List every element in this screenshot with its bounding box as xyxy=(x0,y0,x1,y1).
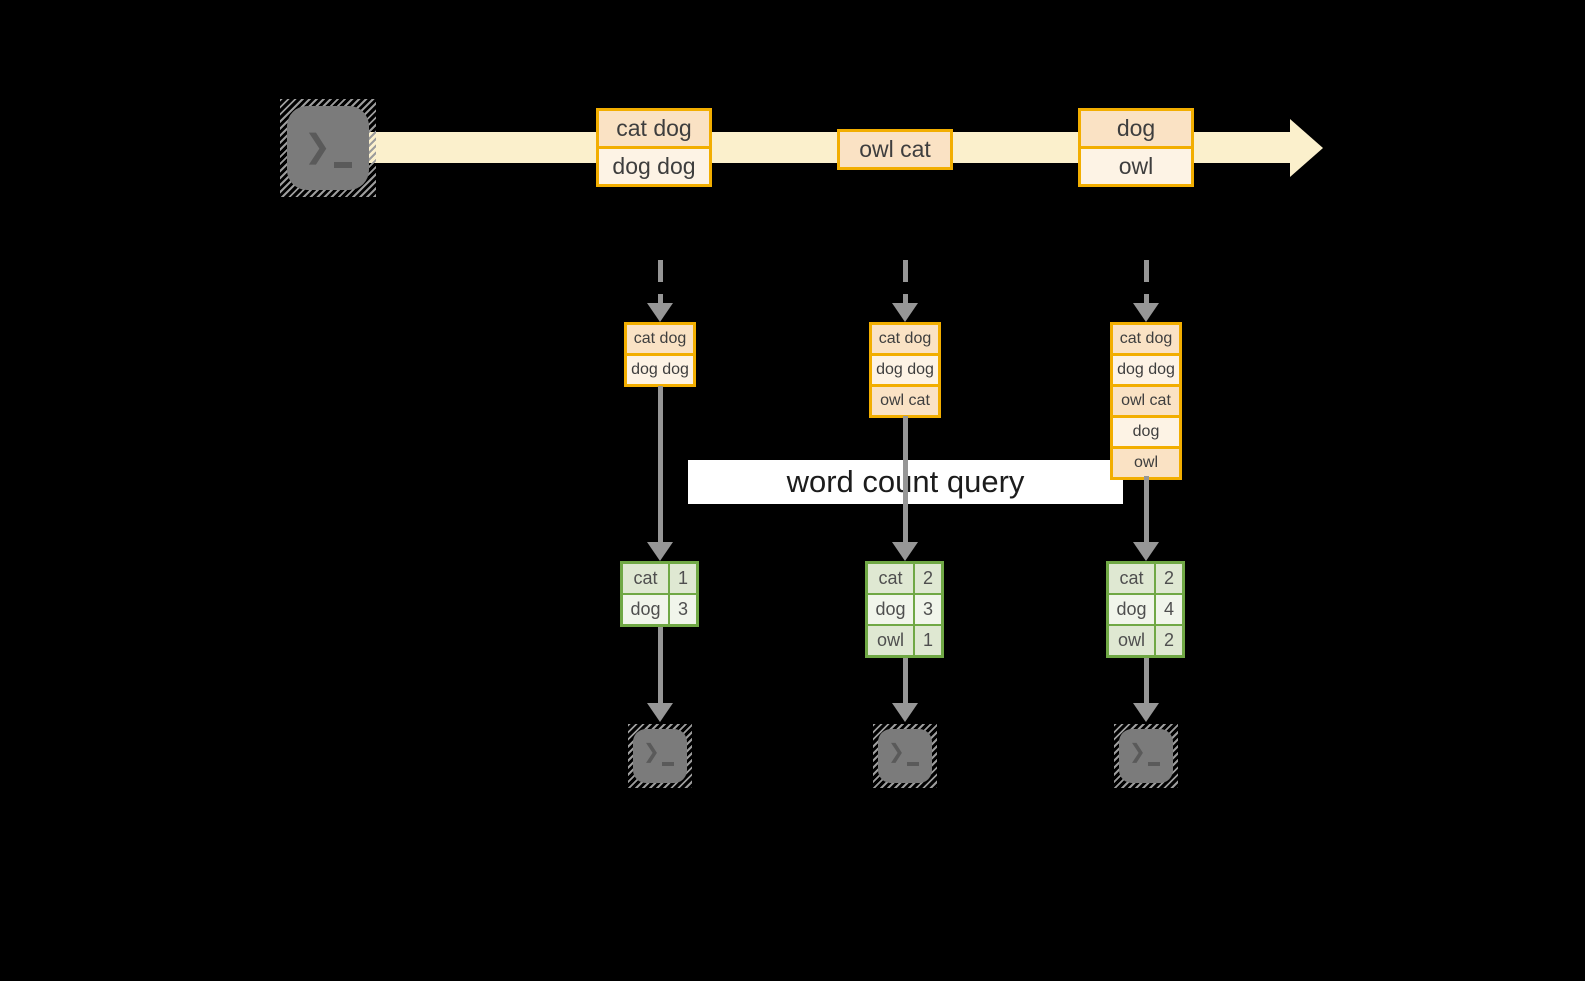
event-line: cat dog xyxy=(599,111,709,146)
buffer-row: cat dog xyxy=(1113,325,1179,353)
count-word: dog xyxy=(868,595,913,624)
buffer-stack-3: cat dog dog dog owl cat dog owl xyxy=(1110,322,1182,480)
terminal-body: ❯ xyxy=(1119,729,1173,783)
count-word: dog xyxy=(1109,595,1154,624)
prompt-chevron-icon: ❯ xyxy=(643,741,660,763)
arrow-line xyxy=(1143,476,1149,542)
buffer-row: dog xyxy=(1113,418,1179,446)
count-table-2: cat 2 dog 3 owl 1 xyxy=(865,561,944,658)
arrow-line xyxy=(657,386,663,542)
stream-event-box-3: dog owl xyxy=(1078,108,1194,187)
query-arrow-2 xyxy=(892,416,918,561)
buffer-stack-2: cat dog dog dog owl cat xyxy=(869,322,941,418)
stream-arrow-head xyxy=(1290,119,1323,177)
count-value: 4 xyxy=(1156,595,1182,624)
arrow-head-icon xyxy=(1133,542,1159,561)
buffer-stack-1: cat dog dog dog xyxy=(624,322,696,387)
arrow-head-icon xyxy=(1133,703,1159,722)
count-value: 3 xyxy=(915,595,941,624)
arrow-line xyxy=(657,260,663,303)
terminal-source-icon: ❯ xyxy=(280,99,376,197)
query-arrow-3 xyxy=(1133,476,1159,561)
output-arrow-1 xyxy=(647,627,673,722)
terminal-sink-icon-1: ❯ xyxy=(628,724,692,788)
count-value: 1 xyxy=(915,626,941,655)
count-word: cat xyxy=(623,564,668,593)
terminal-body: ❯ xyxy=(878,729,932,783)
arrow-line xyxy=(902,260,908,303)
ingest-arrow-1 xyxy=(647,260,673,322)
ingest-arrow-3 xyxy=(1133,260,1159,322)
event-line: dog xyxy=(1081,111,1191,146)
count-table-1: cat 1 dog 3 xyxy=(620,561,699,627)
count-value: 2 xyxy=(1156,564,1182,593)
stream-event-box-2: owl cat xyxy=(837,129,953,170)
buffer-row: owl cat xyxy=(872,387,938,415)
arrow-line xyxy=(1143,658,1149,703)
buffer-row: owl xyxy=(1113,449,1179,477)
buffer-row: dog dog xyxy=(1113,356,1179,384)
arrow-head-icon xyxy=(892,542,918,561)
count-word: cat xyxy=(1109,564,1154,593)
query-arrow-1 xyxy=(647,386,673,561)
event-line: owl cat xyxy=(840,132,950,167)
count-value: 2 xyxy=(1156,626,1182,655)
count-word: owl xyxy=(868,626,913,655)
event-line: owl xyxy=(1081,149,1191,184)
terminal-sink-icon-3: ❯ xyxy=(1114,724,1178,788)
prompt-underscore-icon xyxy=(662,762,674,766)
buffer-row: cat dog xyxy=(872,325,938,353)
terminal-body: ❯ xyxy=(633,729,687,783)
count-value: 3 xyxy=(670,595,696,624)
ingest-arrow-2 xyxy=(892,260,918,322)
arrow-line xyxy=(1143,260,1149,303)
arrow-head-icon xyxy=(1133,303,1159,322)
count-value: 2 xyxy=(915,564,941,593)
terminal-body: ❯ xyxy=(287,106,369,190)
prompt-chevron-icon: ❯ xyxy=(304,128,331,164)
buffer-row: dog dog xyxy=(872,356,938,384)
count-value: 1 xyxy=(670,564,696,593)
prompt-underscore-icon xyxy=(334,162,352,168)
arrow-line xyxy=(902,658,908,703)
arrow-line xyxy=(657,627,663,703)
terminal-sink-icon-2: ❯ xyxy=(873,724,937,788)
prompt-chevron-icon: ❯ xyxy=(888,741,905,763)
arrow-head-icon xyxy=(647,703,673,722)
output-arrow-3 xyxy=(1133,658,1159,722)
count-word: owl xyxy=(1109,626,1154,655)
arrow-line xyxy=(902,416,908,542)
count-table-3: cat 2 dog 4 owl 2 xyxy=(1106,561,1185,658)
arrow-head-icon xyxy=(892,303,918,322)
arrow-head-icon xyxy=(647,542,673,561)
output-arrow-2 xyxy=(892,658,918,722)
stream-event-box-1: cat dog dog dog xyxy=(596,108,712,187)
buffer-row: owl cat xyxy=(1113,387,1179,415)
event-line: dog dog xyxy=(599,149,709,184)
prompt-underscore-icon xyxy=(1148,762,1160,766)
prompt-chevron-icon: ❯ xyxy=(1129,741,1146,763)
arrow-head-icon xyxy=(892,703,918,722)
buffer-row: cat dog xyxy=(627,325,693,353)
prompt-underscore-icon xyxy=(907,762,919,766)
arrow-head-icon xyxy=(647,303,673,322)
count-word: cat xyxy=(868,564,913,593)
buffer-row: dog dog xyxy=(627,356,693,384)
count-word: dog xyxy=(623,595,668,624)
